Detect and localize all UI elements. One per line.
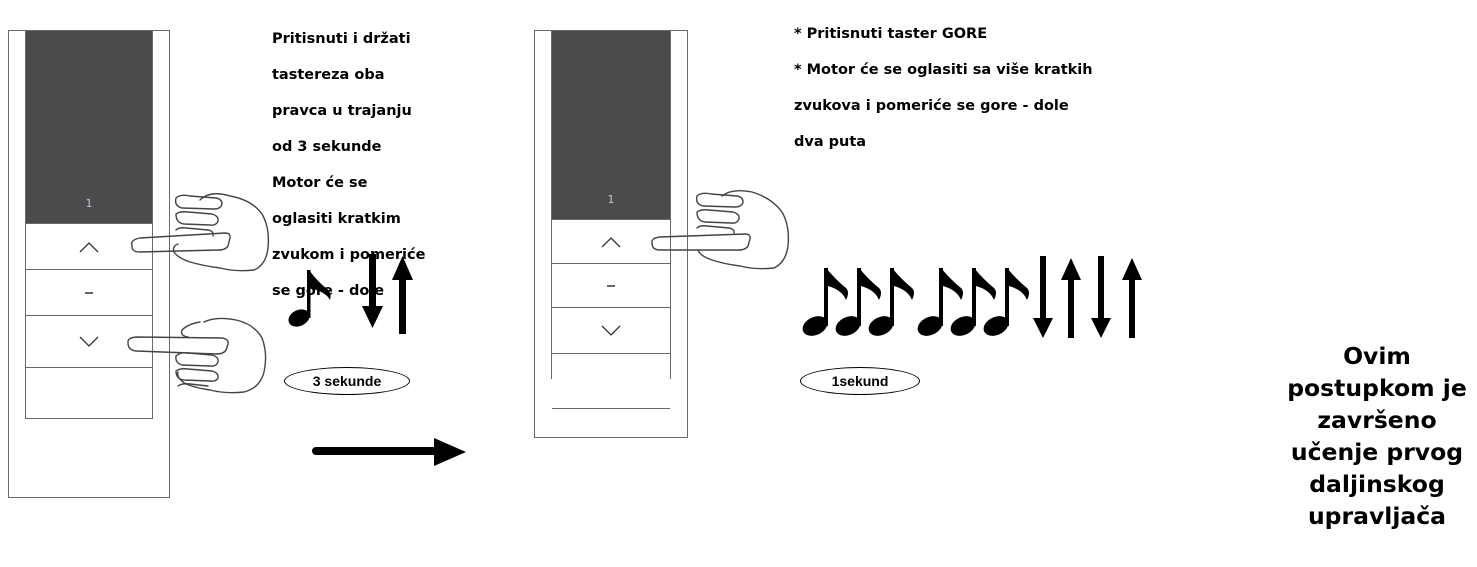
instruction-line: zvukova i pomeriće se gore - dole xyxy=(794,98,1069,114)
duration-label: 1sekund xyxy=(800,367,920,395)
instruction-line: od 3 sekunde xyxy=(272,139,382,155)
remote-display: 1 xyxy=(26,31,152,223)
stop-button[interactable] xyxy=(552,263,670,307)
up-button[interactable] xyxy=(552,219,670,263)
stop-button[interactable] xyxy=(26,269,152,315)
arrow-right-icon xyxy=(312,438,466,466)
extra-button[interactable] xyxy=(26,367,152,419)
instruction-line: * Motor će se oglasiti sa više kratkih xyxy=(794,62,1093,78)
music-note-icon xyxy=(288,270,331,327)
instruction-line: zvukom i pomeriće xyxy=(272,247,426,263)
down-button[interactable] xyxy=(552,307,670,353)
remote-control-left: 1 xyxy=(8,30,170,498)
hand-pointing-icon xyxy=(127,317,267,394)
instruction-line: tastereza oba xyxy=(272,67,385,83)
message-line: upravljača xyxy=(1307,502,1447,530)
instruction-line: pravca u trajanju xyxy=(272,103,412,119)
instruction-line: Pritisnuti i držati xyxy=(272,31,411,47)
stop-dash-icon xyxy=(85,291,93,294)
message-line: učenje prvog xyxy=(1290,438,1464,466)
message-line: daljinskog xyxy=(1309,470,1445,498)
instruction-line: se gore - dole xyxy=(272,283,385,299)
arrow-down-icon xyxy=(362,254,383,328)
instruction-line: oglasiti kratkim xyxy=(272,211,401,227)
chevron-down-icon xyxy=(601,325,621,336)
chevron-up-icon xyxy=(79,241,99,252)
completion-message: Ovim postupkom je završeno učenje prvog … xyxy=(1282,340,1472,532)
arrow-up-icon xyxy=(392,256,413,334)
remote-display: 1 xyxy=(552,31,670,219)
instruction-line: dva puta xyxy=(794,134,867,150)
up-button[interactable] xyxy=(26,223,152,269)
instruction-line: * Pritisnuti taster GORE xyxy=(794,26,988,42)
message-line: Ovim xyxy=(1343,342,1411,370)
channel-number: 1 xyxy=(607,193,615,206)
chevron-up-icon xyxy=(601,236,621,247)
extra-button[interactable] xyxy=(552,353,670,409)
step1-instructions: Pritisnuti i držati tastereza oba pravca… xyxy=(272,12,452,318)
down-button[interactable] xyxy=(26,315,152,367)
hand-pointing-icon xyxy=(651,189,790,270)
step2-instructions: * Pritisnuti taster GORE * Motor će se o… xyxy=(794,7,1194,169)
music-notes-group xyxy=(802,268,1029,336)
message-line: završeno xyxy=(1317,406,1437,434)
arrows-up-down-group xyxy=(1033,256,1142,338)
stop-dash-icon xyxy=(607,284,615,287)
remote-control-right: 1 xyxy=(534,30,688,438)
message-line: postupkom je xyxy=(1287,374,1467,402)
hand-pointing-icon xyxy=(130,193,270,272)
instruction-line: Motor će se xyxy=(272,175,368,191)
chevron-down-icon xyxy=(79,336,99,347)
duration-label: 3 sekunde xyxy=(284,367,410,395)
channel-number: 1 xyxy=(85,197,93,210)
